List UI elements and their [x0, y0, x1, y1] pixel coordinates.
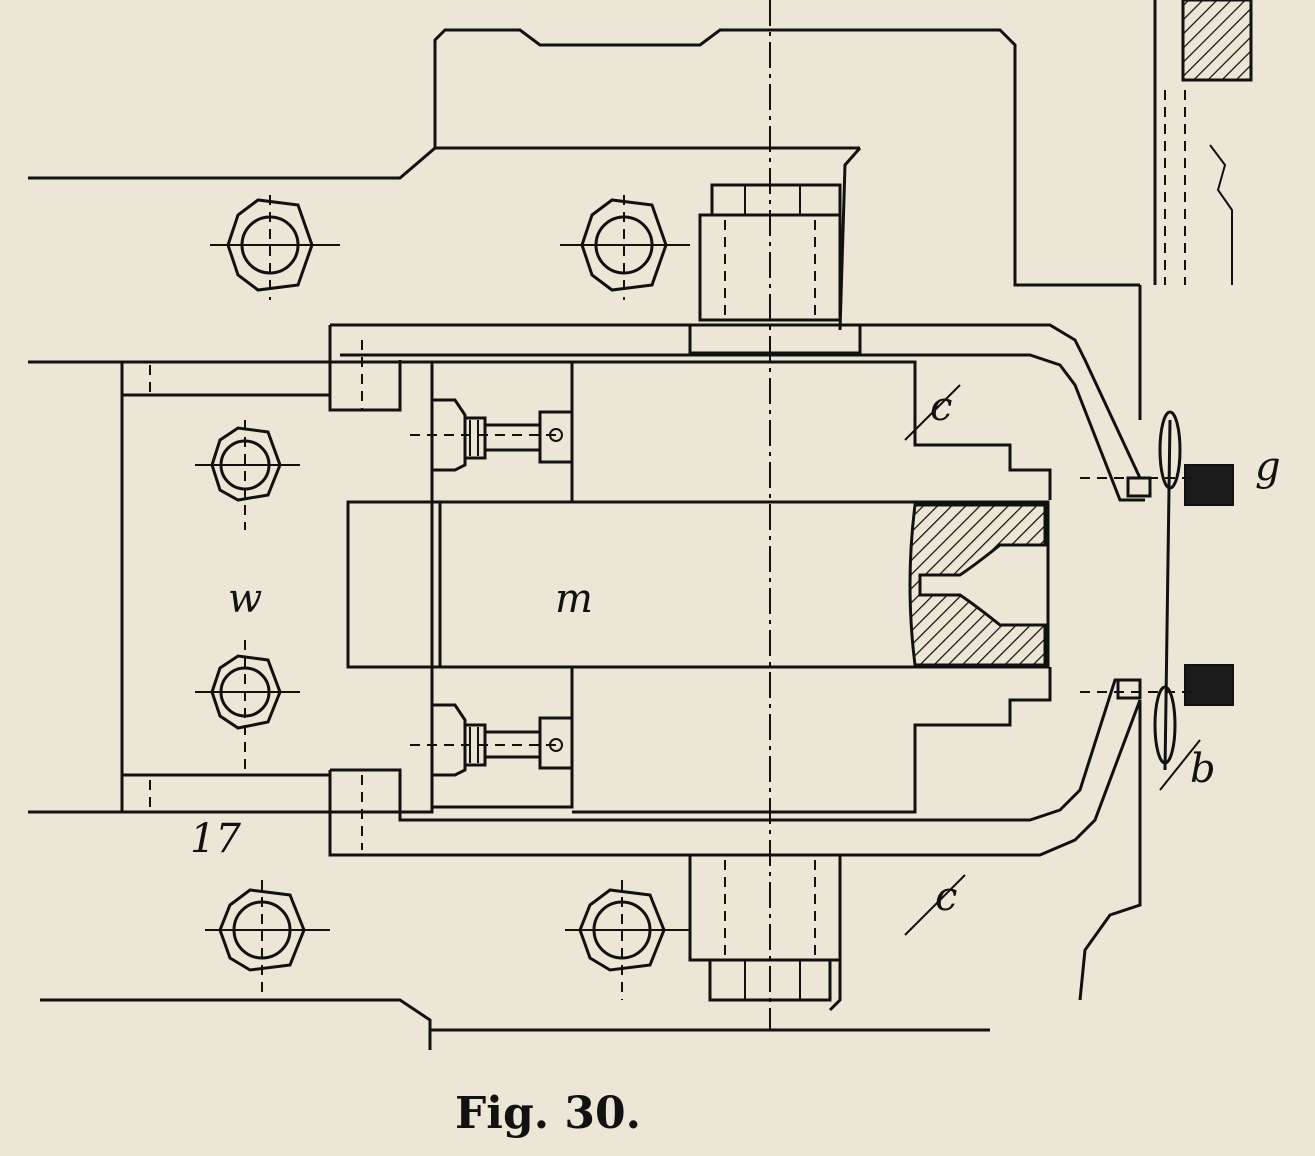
lower-beam — [40, 700, 1142, 1050]
upper-housing — [430, 360, 1052, 504]
figure-caption: Fig. 30. — [455, 1088, 641, 1139]
label-17: 17 — [190, 816, 241, 862]
bolt-w-upper — [195, 420, 300, 530]
labels: w m c c g b 17 — [190, 384, 1281, 936]
label-c-lower: c — [935, 874, 957, 920]
label-w: w — [228, 576, 262, 622]
label-g: g — [1255, 444, 1281, 490]
lower-clamp — [28, 678, 1142, 857]
bolt-bottom-middle — [565, 880, 690, 1000]
upper-nut — [688, 183, 862, 355]
lower-adjust-screw — [410, 703, 574, 777]
bolt-top-left — [210, 195, 340, 300]
bolt-w-lower — [195, 640, 300, 770]
label-c-upper: c — [930, 384, 952, 430]
bolt-bottom-left — [205, 880, 330, 1000]
lower-nut — [688, 853, 842, 1002]
bolt-top-middle — [560, 195, 690, 300]
right-pin-assembly — [1080, 285, 1234, 771]
upper-beam — [28, 0, 1253, 331]
upper-adjust-screw — [410, 398, 574, 472]
upper-clamp — [328, 323, 1145, 502]
label-m: m — [555, 576, 593, 622]
lower-housing — [430, 665, 1052, 814]
block-m — [346, 500, 1050, 669]
label-b: b — [1190, 746, 1216, 792]
